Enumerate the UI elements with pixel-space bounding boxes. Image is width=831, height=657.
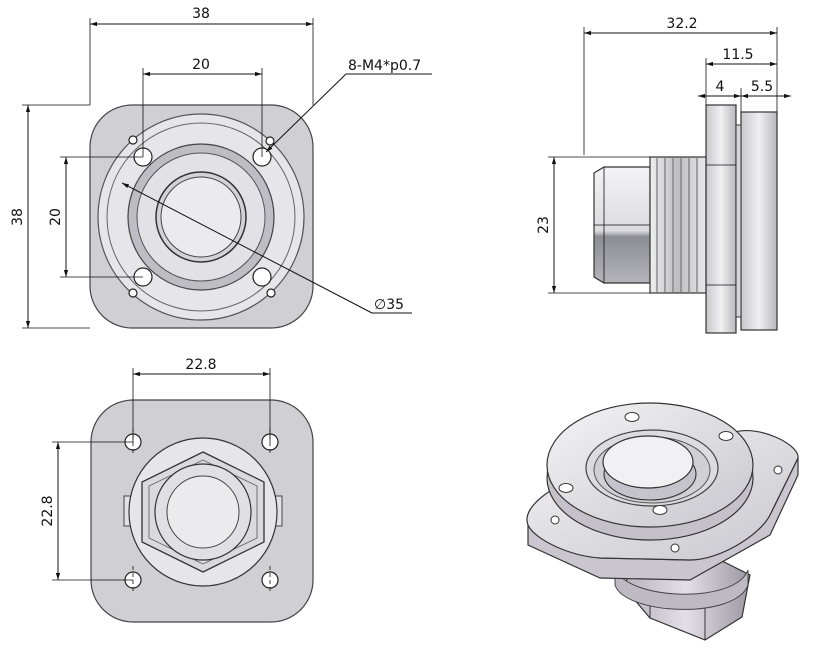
front-ring-hole (128, 288, 138, 298)
side-step-b-label: 5.5 (751, 79, 773, 95)
side-front-ring (740, 111, 778, 331)
front-hole-spacing-y-label: 20 (48, 208, 64, 226)
isometric-view (526, 402, 799, 641)
front-ring-hole (266, 288, 276, 298)
side-view: 32.2 11.5 4 5.5 23 (536, 16, 791, 334)
iso-ring-hole (718, 431, 734, 441)
rear-view: 22.8 22.8 (40, 357, 314, 623)
side-flange-length-label: 11.5 (722, 47, 753, 63)
side-step-a-label: 4 (716, 79, 725, 95)
side-flange-plate (705, 104, 737, 334)
iso-plate-hole (670, 543, 680, 553)
iso-thread-collar (614, 567, 749, 610)
front-ring-hole (265, 136, 275, 146)
diameter-leader-line (121, 182, 373, 314)
thread-note-label: 8-M4*p0.7 (348, 58, 421, 74)
front-mount-hole (252, 267, 272, 287)
rear-bore-inner (166, 475, 240, 549)
side-body-height-label: 23 (536, 216, 552, 234)
thread-leader-line (265, 73, 347, 153)
side-thread-grooves (656, 157, 698, 293)
rear-hole-spacing-x-label: 22.8 (185, 357, 216, 373)
front-ring-edge (106, 122, 296, 312)
front-boss-face (160, 176, 242, 258)
iso-plate-hole (550, 515, 560, 525)
front-width-label: 38 (192, 6, 210, 22)
side-overall-length-label: 32.2 (666, 16, 697, 32)
iso-boss-top (602, 435, 694, 489)
iso-plate-hole (773, 465, 783, 475)
iso-ring-hole (652, 505, 668, 515)
iso-ring-hole (624, 412, 640, 422)
rear-hole-spacing-y-label: 22.8 (40, 495, 56, 526)
iso-ring-hole (558, 483, 574, 493)
front-height-label: 38 (10, 208, 26, 226)
diameter-note-label: ∅35 (374, 297, 404, 313)
front-ring-hole (128, 135, 138, 145)
front-view: 38 20 38 20 8-M4*p0.7 ∅35 (10, 6, 432, 329)
front-hole-spacing-x-label: 20 (192, 57, 210, 73)
